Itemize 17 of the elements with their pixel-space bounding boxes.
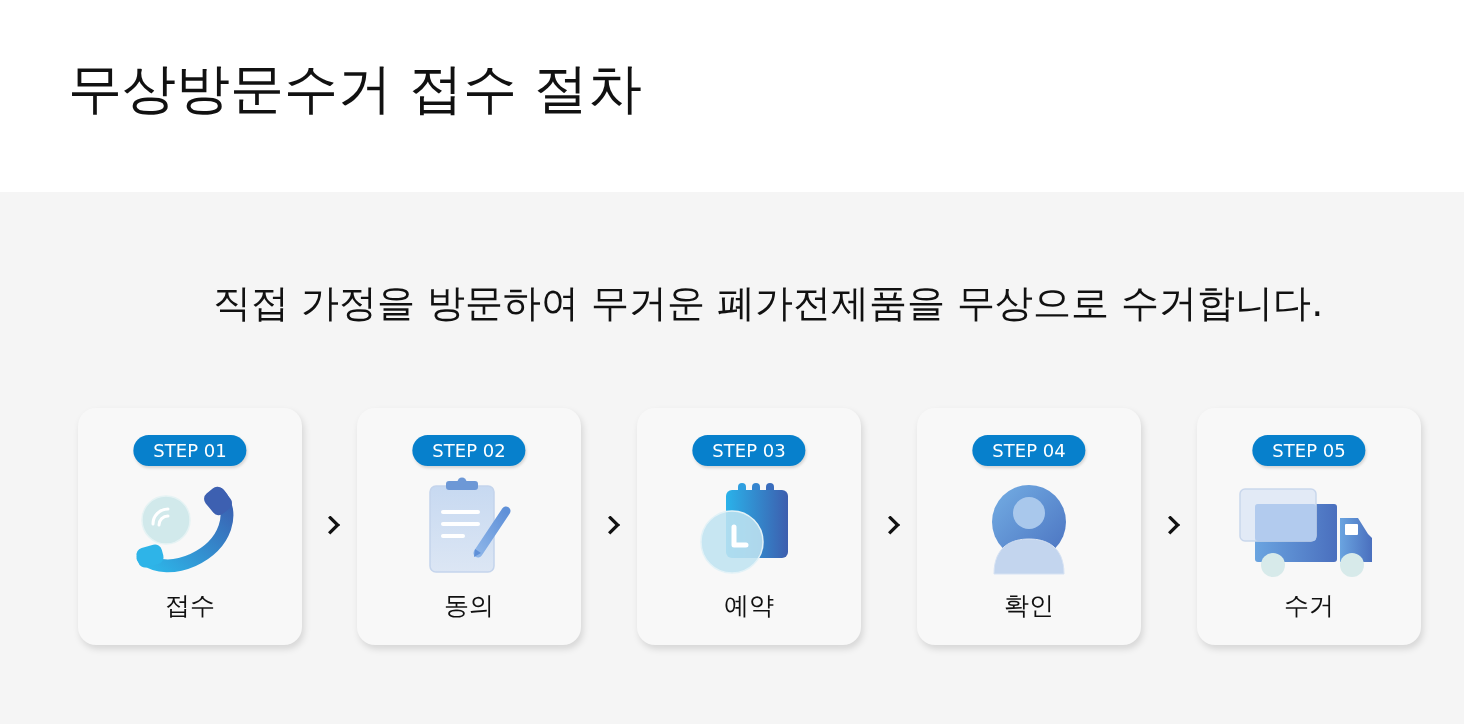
- step-label: 예약: [724, 590, 774, 622]
- step-card: [78, 408, 302, 645]
- step-badge: STEP 03: [692, 435, 806, 466]
- title: 무상방문수거 접수 절차: [68, 56, 643, 122]
- step-badge: STEP 01: [133, 435, 247, 466]
- step-card: [357, 408, 581, 645]
- step-badge: STEP 05: [1252, 435, 1366, 466]
- step-label: 확인: [1004, 590, 1054, 622]
- step-badge: STEP 02: [412, 435, 526, 466]
- step-card: [1197, 408, 1421, 645]
- step-label: 접수: [165, 590, 215, 622]
- step-badge: STEP 04: [972, 435, 1086, 466]
- step-card: [917, 408, 1141, 645]
- step-card: [637, 408, 861, 645]
- step-label: 수거: [1284, 590, 1334, 622]
- subtitle: 직접 가정을 방문하여 무거운 폐가전제품을 무상으로 수거합니다.: [212, 280, 1324, 327]
- step-label: 동의: [444, 590, 494, 622]
